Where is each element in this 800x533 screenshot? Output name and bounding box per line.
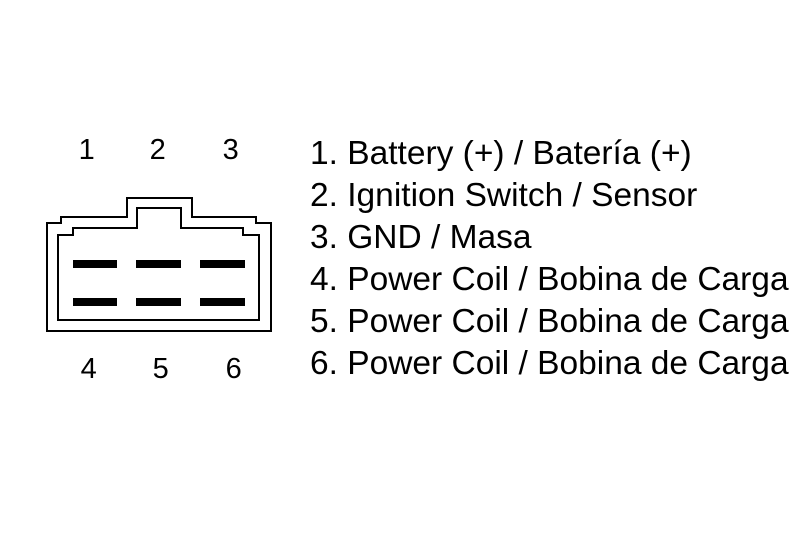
pin-1-contact	[73, 260, 117, 268]
pin-6-contact	[200, 298, 245, 306]
pin-3-contact	[200, 260, 245, 268]
pin-label-4: 4	[80, 353, 98, 385]
legend-line-1: 1. Battery (+) / Batería (+)	[310, 135, 692, 172]
connector-inner-outline	[57, 207, 260, 321]
connector-outer-outline	[46, 197, 272, 332]
pin-label-1: 1	[78, 134, 96, 166]
pin-4-contact	[73, 298, 117, 306]
legend-line-2: 2. Ignition Switch / Sensor	[310, 177, 698, 214]
legend-line-5: 5. Power Coil / Bobina de Carga	[310, 303, 789, 340]
pin-label-2: 2	[149, 134, 167, 166]
pin-label-3: 3	[222, 134, 240, 166]
legend-line-6: 6. Power Coil / Bobina de Carga	[310, 345, 789, 382]
legend-line-3: 3. GND / Masa	[310, 219, 532, 256]
pin-legend: 1. Battery (+) / Batería (+) 2. Ignition…	[310, 133, 789, 385]
pin-5-contact	[136, 298, 181, 306]
pin-label-6: 6	[225, 353, 243, 385]
pin-label-5: 5	[152, 353, 170, 385]
pin-2-contact	[136, 260, 181, 268]
legend-line-4: 4. Power Coil / Bobina de Carga	[310, 261, 789, 298]
